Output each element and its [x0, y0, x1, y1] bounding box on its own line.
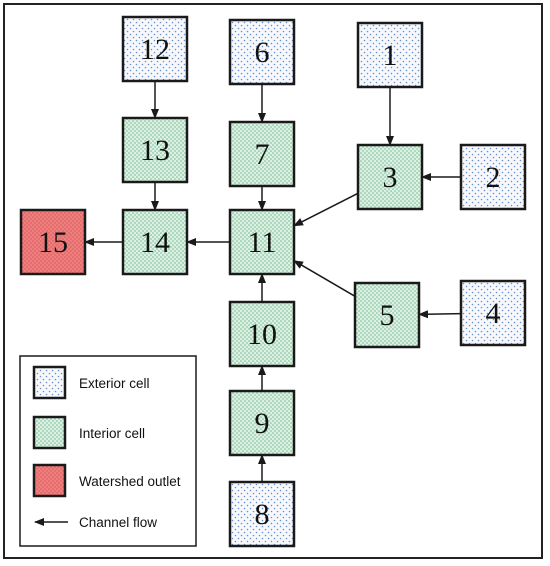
cell-11: 11 — [228, 208, 296, 276]
cell-box-4 — [459, 279, 527, 347]
cell-box-2 — [459, 143, 527, 211]
cell-2: 2 — [459, 143, 527, 211]
cell-10: 10 — [228, 300, 296, 368]
cell-label-5: 5 — [380, 299, 395, 332]
cell-label-1: 1 — [383, 39, 398, 72]
cell-label-11: 11 — [248, 226, 277, 259]
cell-box-8 — [228, 480, 296, 548]
cell-box-5 — [353, 281, 421, 349]
flow-arrow-4-to-5 — [418, 310, 462, 319]
cell-3: 3 — [356, 143, 424, 211]
cell-label-15: 15 — [38, 226, 68, 259]
cell-5: 5 — [353, 281, 421, 349]
cell-label-12: 12 — [140, 33, 170, 66]
cell-9: 9 — [228, 389, 296, 457]
cell-box-3 — [356, 143, 424, 211]
cell-12: 12 — [121, 15, 189, 83]
cell-7: 7 — [228, 120, 296, 188]
cell-box-6 — [228, 18, 296, 86]
cell-6: 6 — [228, 18, 296, 86]
cell-4: 4 — [459, 279, 527, 347]
cell-box-15 — [19, 208, 87, 276]
cell-box-7 — [228, 120, 296, 188]
cell-box-12 — [121, 15, 189, 83]
cell-label-6: 6 — [255, 36, 270, 69]
legend-swatch-outlet — [32, 463, 67, 498]
legend-label-outlet: Watershed outlet — [79, 474, 181, 489]
legend-swatch-interior — [32, 415, 67, 450]
cell-1: 1 — [356, 21, 424, 89]
cell-13: 13 — [121, 116, 189, 184]
cell-14: 14 — [121, 208, 189, 276]
legend: Exterior cell Interior cell Watershed ou… — [19, 355, 197, 547]
cell-label-3: 3 — [383, 161, 398, 194]
cell-label-9: 9 — [255, 407, 270, 440]
cell-15: 15 — [19, 208, 87, 276]
cell-8: 8 — [228, 480, 296, 548]
cell-box-14 — [121, 208, 189, 276]
cell-label-13: 13 — [140, 134, 170, 167]
cell-box-10 — [228, 300, 296, 368]
cell-label-7: 7 — [255, 138, 270, 171]
flow-arrow-3-to-11 — [293, 192, 359, 227]
legend-label-exterior: Exterior cell — [79, 376, 150, 391]
cell-box-13 — [121, 116, 189, 184]
diagram-frame — [3, 3, 543, 559]
legend-swatch-exterior — [32, 365, 67, 400]
legend-label-interior: Interior cell — [79, 426, 145, 441]
cell-label-8: 8 — [255, 498, 270, 531]
cell-label-2: 2 — [486, 161, 501, 194]
cell-box-11 — [228, 208, 296, 276]
legend-label-flow: Channel flow — [79, 515, 157, 530]
cell-label-10: 10 — [247, 318, 277, 351]
cell-box-9 — [228, 389, 296, 457]
cell-label-14: 14 — [140, 226, 170, 259]
flow-arrow-5-to-11 — [293, 260, 356, 297]
channel-flows — [84, 81, 462, 482]
cell-box-1 — [356, 21, 424, 89]
cell-label-4: 4 — [486, 297, 501, 330]
